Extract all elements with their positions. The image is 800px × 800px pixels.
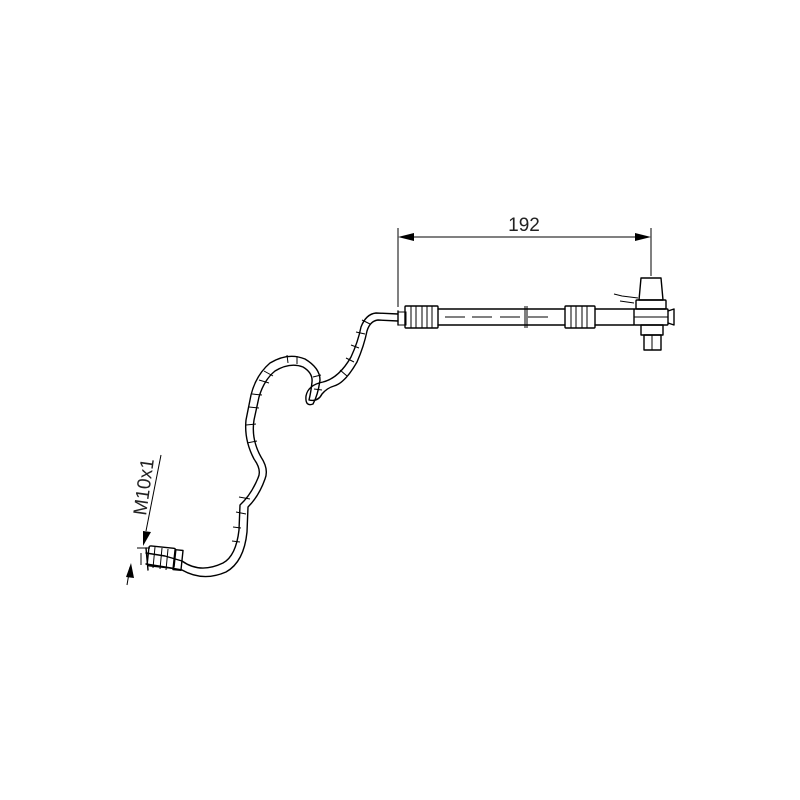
thread-arrow-bottom (126, 563, 134, 578)
hose-tube (145, 312, 399, 578)
straight-hose-section (397, 305, 635, 329)
right-end-fitting (613, 277, 675, 351)
length-dimension-label: 192 (508, 215, 540, 236)
dimension-arrow-left (398, 233, 414, 241)
length-dimension: 192 (397, 215, 652, 307)
left-end-fitting (140, 545, 184, 572)
hose-sleeves (231, 319, 371, 543)
thread-size-label: M10x1 (130, 457, 159, 516)
thread-arrow-top (143, 531, 151, 546)
dimension-arrow-right (635, 233, 651, 241)
